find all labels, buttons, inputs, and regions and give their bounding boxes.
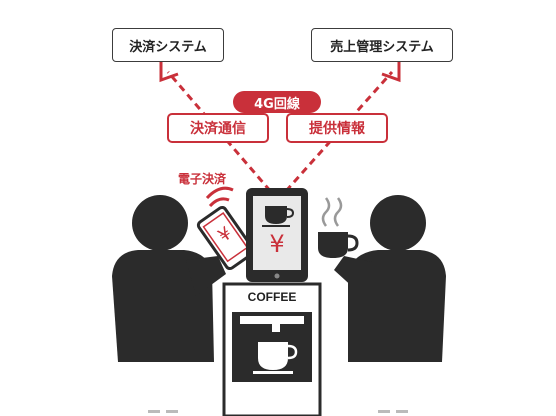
- payment-system-box: 決済システム: [112, 28, 224, 62]
- coffee-cup-icon: [318, 197, 359, 258]
- tablet-yen-symbol: ¥: [269, 230, 285, 258]
- payment-comm-box: 決済通信: [167, 113, 269, 143]
- payment-comm-label: 決済通信: [190, 121, 246, 137]
- vending-machine-icon: [222, 282, 322, 416]
- arrowhead-right: [381, 62, 401, 83]
- epayment-label: 電子決済: [177, 172, 226, 186]
- steam-icon: [321, 197, 343, 227]
- bottom-cut-marks: [148, 410, 408, 413]
- tablet-icon: [246, 188, 308, 282]
- person-left-icon: [112, 195, 226, 362]
- info-provide-label: 提供情報: [309, 121, 365, 137]
- machine-label: COFFEE: [247, 290, 297, 304]
- sales-system-box: 売上管理システム: [311, 28, 453, 62]
- smartphone-icon: [196, 205, 256, 271]
- arrowhead-left: [159, 62, 179, 83]
- network-label: 4G回線: [254, 96, 300, 112]
- sales-system-label: 売上管理システム: [330, 39, 434, 55]
- network-badge: 4G回線: [233, 91, 321, 113]
- tablet-cup-icon: [265, 206, 287, 224]
- payment-system-label: 決済システム: [129, 39, 207, 55]
- machine-cup-icon: [253, 342, 298, 374]
- person-right-icon: [334, 195, 446, 362]
- info-provide-box: 提供情報: [286, 113, 388, 143]
